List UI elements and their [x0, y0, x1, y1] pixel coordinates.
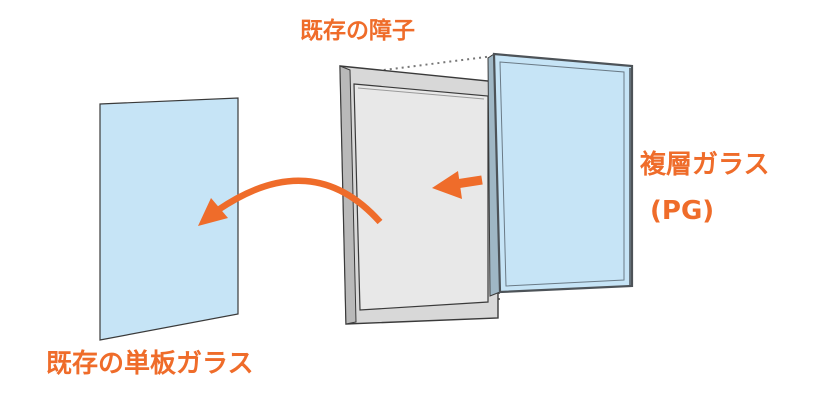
multilayer-glass-label: 複層ガラス [640, 150, 770, 180]
arrow-left-icon [432, 171, 483, 199]
shoji-inner-panel [353, 83, 489, 311]
multilayer-glass-unit [487, 52, 634, 297]
existing-shoji-label: 既存の障子 [300, 18, 415, 44]
multilayer-glass-abbr-label: (PG) [650, 196, 715, 226]
pg-inner-edge [499, 61, 625, 287]
pg-glass-pane [492, 52, 634, 294]
existing-single-glass-label: 既存の単板ガラス [46, 349, 254, 379]
curved-arrow-left-icon [198, 177, 383, 226]
existing-shoji-sash [339, 65, 499, 325]
existing-single-glass-pane [99, 97, 239, 341]
